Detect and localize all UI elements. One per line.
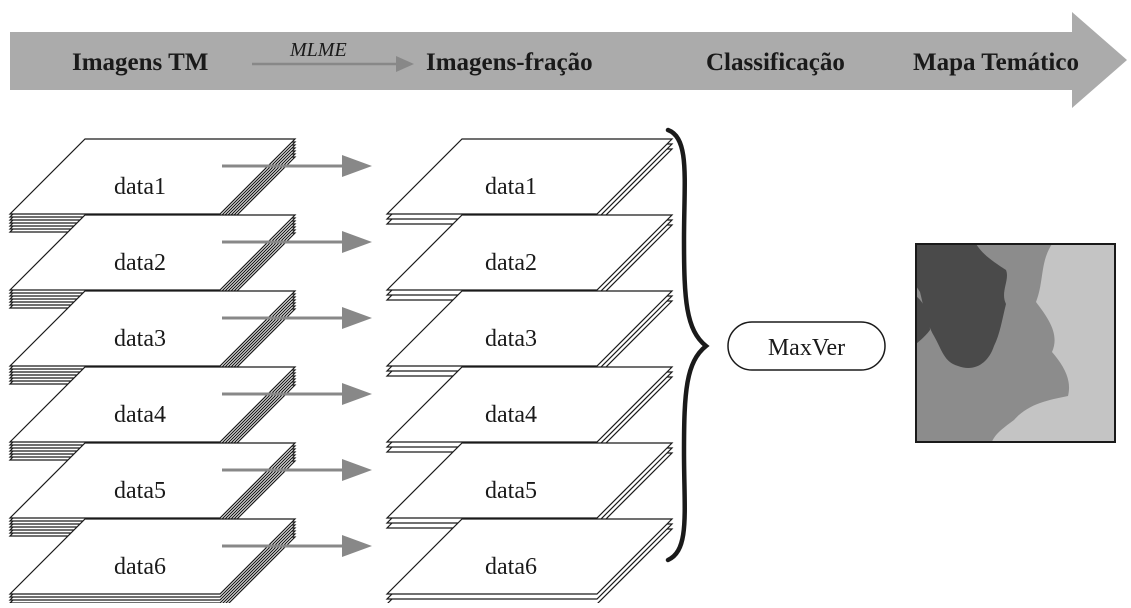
map-frame xyxy=(915,243,1116,443)
fraction-layer xyxy=(385,442,674,519)
fraction-layer xyxy=(385,214,674,291)
grouping-brace xyxy=(665,127,710,563)
fraction-label: data3 xyxy=(485,326,537,352)
fraction-layer xyxy=(385,366,674,443)
maxver-classifier: MaxVer xyxy=(727,321,886,371)
fraction-stack: data2 xyxy=(385,214,674,301)
fraction-layer xyxy=(385,138,674,215)
mlme-arrows xyxy=(222,155,372,557)
thematic-map xyxy=(915,243,1116,443)
tm-label: data1 xyxy=(114,174,166,200)
mlme-arrow-head xyxy=(342,383,372,405)
stage-imagens-tm: Imagens TM xyxy=(72,49,208,76)
mlme-arrow-head xyxy=(342,535,372,557)
tm-layer xyxy=(8,138,297,215)
tm-stack: data4 xyxy=(8,366,297,461)
fraction-label: data1 xyxy=(485,174,537,200)
fraction-image-stacks: data1 data2 data3 data4 data5 data6 xyxy=(385,138,674,605)
tm-layer xyxy=(8,214,297,291)
tm-label: data5 xyxy=(114,478,166,504)
stage-classificacao: Classificação xyxy=(706,49,845,76)
map-region-dark xyxy=(916,244,1007,368)
tm-layer xyxy=(8,366,297,443)
fraction-layer xyxy=(385,518,674,595)
fraction-stack: data3 xyxy=(385,290,674,377)
banner-arrow-shape xyxy=(10,12,1127,108)
mlme-arrow-head xyxy=(342,155,372,177)
maxver-label: MaxVer xyxy=(768,335,845,361)
mlme-arrow-head xyxy=(342,307,372,329)
map-region-dark-patch xyxy=(916,296,930,344)
fraction-label: data5 xyxy=(485,478,537,504)
workflow-banner: Imagens TM MLME Imagens-fração Classific… xyxy=(10,12,1127,108)
stage-mapa-tematico: Mapa Temático xyxy=(913,49,1079,76)
tm-label: data2 xyxy=(114,250,166,276)
tm-label: data6 xyxy=(114,554,166,580)
mlme-label: MLME xyxy=(289,39,347,61)
tm-layer xyxy=(8,290,297,367)
tm-layer xyxy=(8,518,297,595)
tm-image-stacks: data1 data2 data3 data4 data5 data6 xyxy=(8,138,297,608)
fraction-stack: data1 xyxy=(385,138,674,225)
maxver-box xyxy=(727,321,886,371)
tm-stack: data3 xyxy=(8,290,297,385)
tm-layer xyxy=(8,442,297,519)
fraction-layer xyxy=(385,290,674,367)
fraction-stack: data4 xyxy=(385,366,674,453)
tm-stack: data6 xyxy=(8,518,297,608)
fraction-label: data6 xyxy=(485,554,537,580)
mlme-connector-head xyxy=(396,56,414,72)
fraction-stack: data6 xyxy=(385,518,674,605)
stage-imagens-fracao: Imagens-fração xyxy=(426,49,593,76)
fraction-label: data2 xyxy=(485,250,537,276)
fraction-label: data4 xyxy=(485,402,537,428)
mlme-arrow-head xyxy=(342,459,372,481)
tm-label: data3 xyxy=(114,326,166,352)
mlme-arrow-head xyxy=(342,231,372,253)
fraction-stack: data5 xyxy=(385,442,674,529)
tm-stack: data2 xyxy=(8,214,297,309)
tm-label: data4 xyxy=(114,402,166,428)
